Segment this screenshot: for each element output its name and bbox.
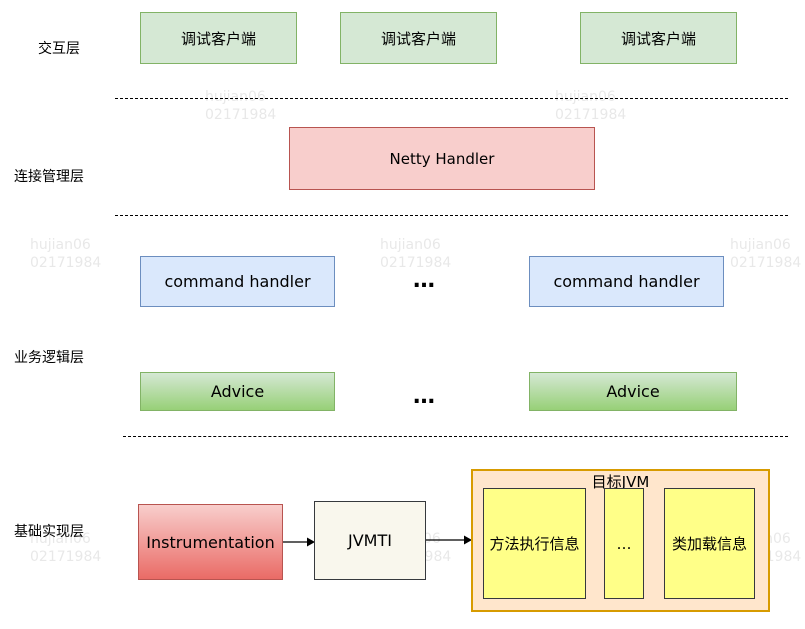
command-handler-box: command handler	[140, 256, 335, 307]
watermark: hujian06 02171984	[205, 88, 276, 124]
class-loading-info-box: 类加载信息	[664, 488, 755, 599]
arrow-connector	[283, 537, 315, 547]
watermark-line: hujian06	[555, 89, 616, 105]
watermark: hujian06 02171984	[30, 236, 101, 272]
advice-box: Advice	[140, 372, 335, 411]
debug-client-box: 调试客户端	[340, 12, 497, 64]
watermark: hujian06 02171984	[30, 530, 101, 566]
ellipsis: …	[413, 384, 436, 409]
watermark-line: hujian06	[30, 531, 91, 547]
ellipsis: …	[413, 268, 436, 293]
watermark-line: 02171984	[30, 255, 102, 271]
layer-label-foundation: 基础实现层	[14, 524, 84, 540]
target-jvm-title: 目标JVM	[591, 473, 650, 491]
watermark: hujian06 02171984	[730, 236, 801, 272]
watermark-line: 02171984	[205, 107, 277, 123]
watermark-line: 02171984	[380, 255, 452, 271]
layer-label-business: 业务逻辑层	[14, 350, 84, 366]
watermark-line: 02171984	[30, 549, 102, 565]
netty-handler-box: Netty Handler	[289, 127, 595, 190]
debug-client-box: 调试客户端	[140, 12, 297, 64]
arrow-connector	[426, 535, 472, 545]
method-execution-info-box: 方法执行信息	[483, 488, 586, 599]
advice-box: Advice	[529, 372, 737, 411]
watermark-line: 02171984	[730, 255, 802, 271]
debug-client-box: 调试客户端	[580, 12, 737, 64]
watermark: hujian06 02171984	[555, 88, 626, 124]
watermark-line: hujian06	[205, 89, 266, 105]
jvmti-box: JVMTI	[314, 501, 426, 580]
watermark-line: hujian06	[730, 237, 791, 253]
watermark-line: hujian06	[380, 237, 441, 253]
layer-divider	[115, 98, 788, 99]
watermark-line: 02171984	[555, 107, 627, 123]
watermark-line: hujian06	[30, 237, 91, 253]
layer-divider	[123, 436, 788, 437]
command-handler-box: command handler	[529, 256, 724, 307]
layer-label-connection: 连接管理层	[14, 169, 84, 185]
instrumentation-box: Instrumentation	[138, 504, 283, 580]
jvm-ellipsis-box: …	[604, 488, 644, 599]
watermark: hujian06 02171984	[380, 236, 451, 272]
layer-label-interaction: 交互层	[38, 41, 80, 57]
layer-divider	[115, 215, 788, 216]
